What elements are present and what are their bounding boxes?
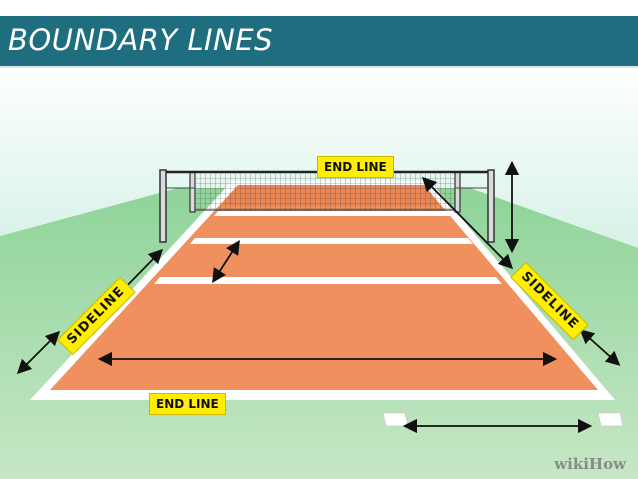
end-line-label-bottom: END LINE bbox=[149, 393, 226, 415]
sideline-right-upper-arrow bbox=[421, 176, 514, 270]
title-bar: BOUNDARY LINES bbox=[0, 16, 638, 70]
sideline-right-lower-arrow bbox=[579, 329, 621, 366]
wikihow-watermark: wikiHow bbox=[554, 455, 626, 473]
end-line-label-top: END LINE bbox=[317, 156, 394, 178]
net-post-right bbox=[487, 169, 495, 243]
attack-line-near bbox=[154, 277, 502, 284]
net bbox=[195, 174, 455, 210]
dimension-arrows bbox=[16, 160, 621, 434]
slide-title: BOUNDARY LINES bbox=[8, 23, 274, 57]
net-post-left bbox=[159, 169, 167, 243]
attack-zone-arrow bbox=[212, 239, 240, 284]
sideline-left-lower-arrow bbox=[16, 330, 61, 375]
court-illustration bbox=[0, 68, 638, 479]
center-line bbox=[190, 238, 473, 244]
service-mark-left bbox=[382, 412, 409, 427]
attack-line-far bbox=[214, 211, 452, 216]
net-post-left-inner bbox=[189, 171, 196, 213]
net-post-right-inner bbox=[454, 171, 461, 213]
service-mark-right bbox=[597, 412, 624, 427]
